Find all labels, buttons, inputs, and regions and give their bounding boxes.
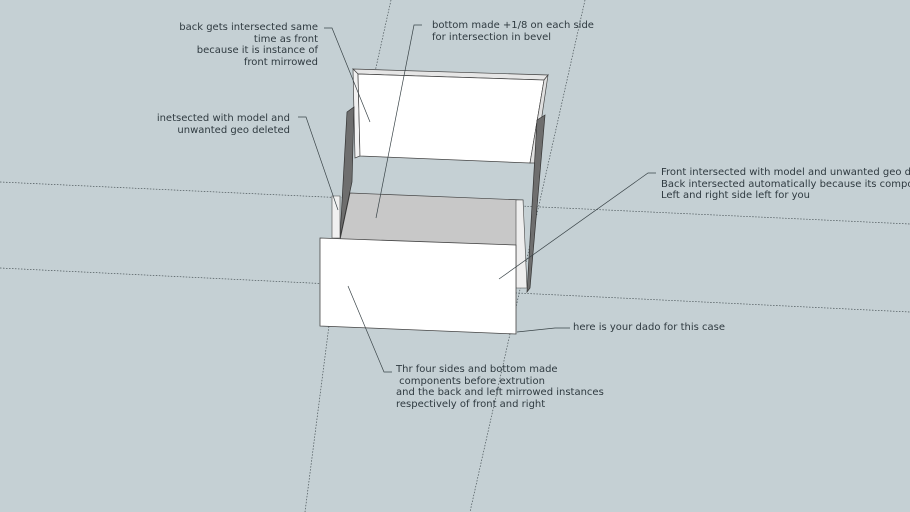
left-side-panel: [331, 106, 355, 239]
right-side-panel: [515, 114, 546, 294]
bottom-panel: [339, 192, 524, 247]
annotation-components: Thr four sides and bottom made component…: [396, 364, 604, 410]
leader-lines: [298, 24, 656, 373]
back-panel: [352, 68, 549, 164]
annotation-left-side: inetsected with model and unwanted geo d…: [156, 113, 290, 136]
annotation-back: back gets intersected same time as front…: [179, 22, 318, 68]
annotation-bottom: bottom made +1/8 on each side for inters…: [432, 20, 594, 43]
annotation-front: Front intersected with model and unwante…: [661, 167, 910, 201]
front-panel: [319, 237, 517, 335]
annotation-dado: here is your dado for this case: [573, 322, 726, 333]
